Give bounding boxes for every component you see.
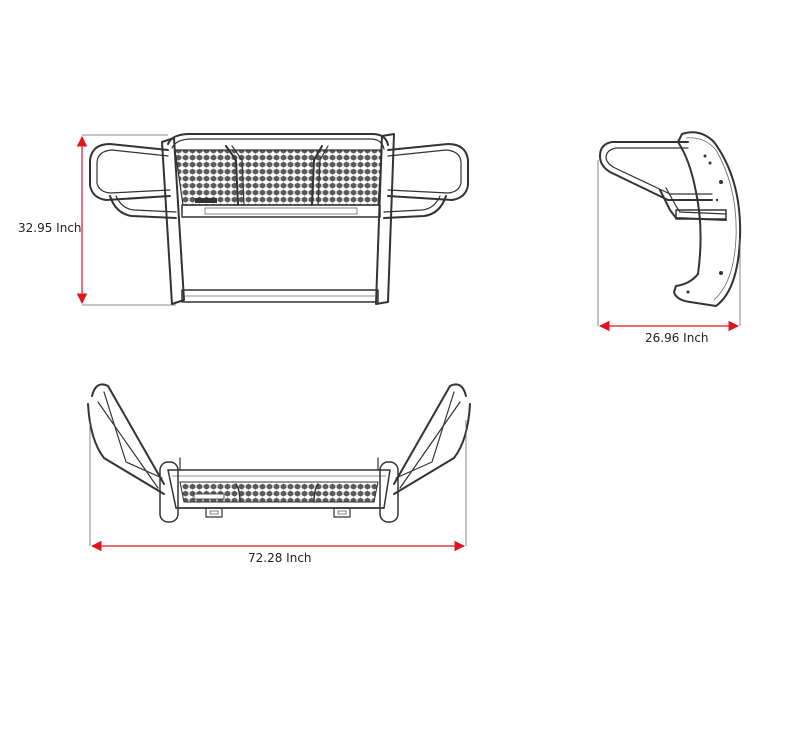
front-mesh xyxy=(174,149,383,206)
depth-label: 26.96 Inch xyxy=(645,331,709,345)
width-label: 72.28 Inch xyxy=(248,551,312,565)
logo-plate-top xyxy=(193,493,225,500)
side-view xyxy=(599,131,742,307)
depth-dimension: 26.96 Inch xyxy=(597,160,741,345)
height-dimension: 32.95 Inch xyxy=(18,134,176,306)
height-label: 32.95 Inch xyxy=(18,221,82,235)
logo-plate-front xyxy=(195,198,217,203)
front-view xyxy=(89,133,469,305)
top-mesh xyxy=(179,481,379,503)
top-view xyxy=(87,383,471,523)
width-dimension: 72.28 Inch xyxy=(89,420,467,565)
